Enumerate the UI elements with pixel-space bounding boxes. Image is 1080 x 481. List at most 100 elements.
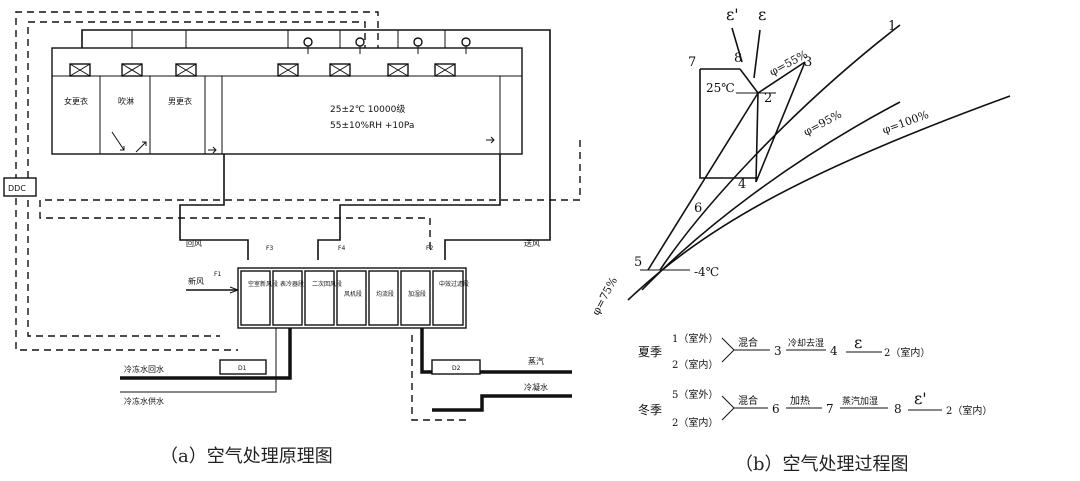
- return-duct-branch: [317, 154, 501, 260]
- ahu-section-label: 中效过滤段: [439, 280, 469, 288]
- ahu-section: [304, 270, 335, 326]
- diffuser-cross: [329, 63, 351, 77]
- chw-return-label: 冷冻水回水: [124, 364, 164, 374]
- point-3: 3: [804, 55, 812, 70]
- rh-95-label: φ=95%: [801, 108, 844, 139]
- caption-left: （a）空气处理原理图: [160, 446, 333, 467]
- room-spec-temp: 25±2℃ 10000级: [330, 103, 405, 115]
- ahu-section-label: 表冷器段: [280, 280, 304, 288]
- winter-point-b: 2（室内）: [672, 416, 718, 429]
- room-label-male: 男更衣: [168, 96, 192, 106]
- summer-point-b: 2（室内）: [672, 358, 718, 371]
- summer-season: 夏季: [638, 345, 662, 359]
- sensor-icon: [355, 37, 365, 47]
- line-8-2: [739, 68, 759, 94]
- valve-f1-label: F1: [214, 271, 221, 278]
- process-panel: 1 2 3 4 5 6 7 8 ε' ε 25℃ -4℃ φ=55% φ=95%…: [589, 5, 1011, 475]
- line-2-3: [757, 61, 806, 94]
- chilled-water-return-pipe: [120, 328, 292, 380]
- process-polygon-left: [699, 69, 758, 179]
- winter-step2: 加热: [790, 394, 810, 407]
- merge-bracket-icon: [721, 337, 735, 363]
- winter-n1: 6: [772, 402, 780, 416]
- ahu-section-label: 空室新风段: [248, 280, 278, 288]
- ahu-section-label: 加湿段: [408, 290, 426, 298]
- flow-arrow-icon: [111, 131, 125, 151]
- flow-arrow-icon: [486, 136, 495, 144]
- chilled-water-supply-pipe: [120, 328, 277, 393]
- winter-season: 冬季: [638, 402, 662, 417]
- ahu-section-label: 二次回风段: [312, 280, 342, 288]
- supply-duct-down: [444, 50, 551, 260]
- point-1: 1: [888, 19, 896, 34]
- schematic-panel: 女更衣 吹淋 男更衣 25±2℃ 10000级 55±10%RH +10Pa D…: [3, 11, 581, 467]
- diffuser-cross: [387, 63, 409, 77]
- steam-valve: [431, 359, 481, 375]
- diffuser-cross: [69, 63, 91, 77]
- fresh-air-label: 新风: [188, 276, 204, 286]
- winter-process: 冬季 5（室外） 2（室内） 混合 6 加热 7 蒸汽加湿 8 ε' 2（室内）: [638, 388, 992, 429]
- winter-end: 2（室内）: [946, 404, 992, 417]
- point-4: 4: [738, 177, 746, 192]
- sensor-icon: [461, 37, 471, 47]
- room-spec-rh: 55±10%RH +10Pa: [330, 121, 414, 131]
- valve-f4-label: F4: [338, 245, 345, 252]
- point-8: 8: [734, 51, 742, 66]
- winter-step3: 蒸汽加湿: [842, 395, 878, 407]
- flow-arrow-icon: [208, 146, 217, 154]
- rh-75-label: φ=75%: [589, 275, 620, 318]
- line-2-4: [755, 92, 759, 183]
- control-loop-right: [40, 140, 581, 201]
- ahu-section: [240, 270, 271, 326]
- winter-n2: 7: [826, 402, 834, 416]
- epsilon-prime-label: ε': [726, 5, 739, 24]
- sensor-icon: [303, 37, 313, 47]
- control-loop-outer: [15, 11, 379, 351]
- caption-right: （b）空气处理过程图: [735, 454, 909, 475]
- sensor-icon: [413, 37, 423, 47]
- temp-m4-label: -4℃: [694, 265, 719, 279]
- rh-curve-95: [641, 101, 901, 291]
- epsilon-prime-line: [731, 27, 743, 63]
- sensor-icons: [303, 37, 471, 54]
- valve-d2-label: D2: [452, 365, 461, 372]
- winter-point-a: 5（室外）: [672, 388, 718, 401]
- point-2: 2: [764, 91, 772, 106]
- return-air-label: 回风: [186, 239, 202, 248]
- point-6: 6: [694, 201, 702, 216]
- ahu-section-labels: 空室新风段 表冷器段 二次回风段 风机段 均流段 加湿段 中效过滤段: [248, 280, 469, 298]
- hepa-diffuser-icons: [69, 63, 456, 77]
- point-5: 5: [634, 255, 642, 270]
- summer-point-a: 1（室外）: [672, 332, 718, 345]
- control-loop-steam: [411, 335, 470, 421]
- ahu-section: [336, 270, 367, 326]
- ahu-section: [432, 270, 464, 326]
- control-loop-lower: [39, 200, 431, 250]
- rh-curve-55: [659, 24, 901, 271]
- winter-step1: 混合: [738, 394, 758, 407]
- room-label-female: 女更衣: [64, 96, 88, 106]
- steam-label: 蒸汽: [528, 356, 544, 366]
- room-label-airshower: 吹淋: [118, 96, 134, 106]
- ahu-section: [400, 270, 431, 326]
- winter-eps: ε': [914, 389, 927, 408]
- summer-n2: 4: [830, 344, 838, 358]
- return-duct: [179, 154, 249, 260]
- steam-pipe: [420, 328, 572, 374]
- line-5-2: [647, 92, 759, 271]
- valve-f2-label: F2: [426, 245, 433, 252]
- chw-supply-label: 冷冻水供水: [124, 396, 164, 406]
- flow-arrow-icon: [135, 141, 147, 153]
- ddc-label: DDC: [8, 184, 26, 193]
- diffuser-cross: [175, 63, 197, 77]
- ahu-sections: [240, 270, 464, 326]
- winter-n3: 8: [894, 402, 902, 416]
- summer-end: 2（室内）: [884, 346, 930, 359]
- temp-25-label: 25℃: [706, 81, 735, 95]
- valve-d1-label: D1: [238, 365, 247, 372]
- condensate-pipe: [432, 394, 572, 412]
- line-4-3: [755, 61, 806, 183]
- summer-process: 夏季 1（室外） 2（室内） 混合 3 冷却去湿 4 ε 2（室内）: [638, 332, 930, 371]
- diffuser-cross: [121, 63, 143, 77]
- valve-f3-label: F3: [266, 245, 273, 252]
